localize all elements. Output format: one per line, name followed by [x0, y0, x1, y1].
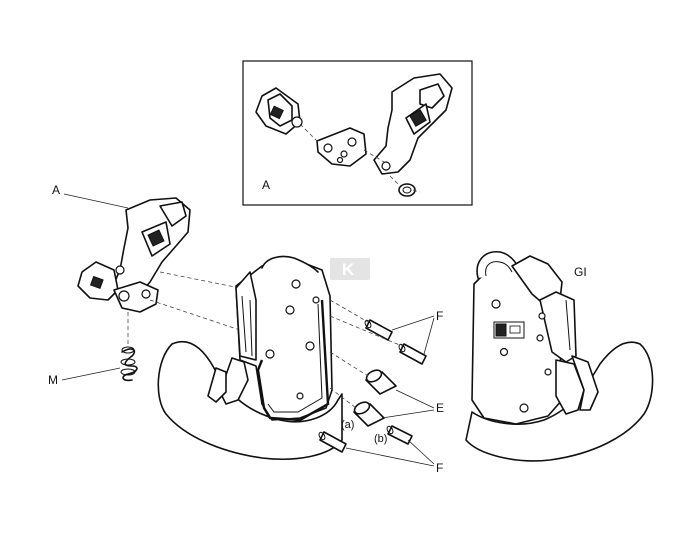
label-f-bottom: F: [436, 461, 443, 475]
pin-f-top-2: [398, 343, 427, 365]
pin-f-bottom-1: [318, 431, 347, 453]
watermark-logo-text: K: [342, 260, 355, 279]
bushing-e-1: [365, 369, 397, 395]
label-f-top: F: [436, 309, 443, 323]
hook-body-center: [157, 255, 343, 460]
hook-body-assembled: [465, 251, 654, 462]
leader-f-bottom-1: [345, 447, 435, 467]
pin-f-top-1: [364, 319, 393, 341]
label-m: M: [48, 373, 58, 387]
leader-e-2: [381, 409, 435, 419]
inset-assembly-line-3: [389, 175, 401, 187]
leader-m: [61, 367, 121, 381]
inset-label-a: A: [262, 178, 270, 192]
inset-latch-block: [255, 87, 303, 135]
inset-bushing: [398, 183, 416, 197]
watermark-logo: K: [330, 258, 370, 280]
assembly-line-pin-2: [329, 315, 403, 347]
assembly-line-bushing-1: [329, 351, 369, 377]
inset-assembly-line-4: [412, 189, 421, 193]
bushing-e-2: [353, 401, 385, 427]
inset-hook-lever: [373, 73, 453, 175]
label-e: E: [436, 401, 444, 415]
leader-f-bottom-2: [407, 439, 435, 465]
latch-assembly-a: [77, 197, 191, 313]
inset-assembly-line-1: [299, 123, 319, 143]
label-sub-b: (b): [374, 433, 387, 445]
label-a: A: [52, 183, 60, 197]
assembly-line-bushing-2: [329, 387, 357, 409]
assembly-line-pin-1: [329, 299, 369, 323]
spring-m: [120, 346, 138, 382]
assembly-line-latch-1: [159, 271, 301, 301]
pin-f-bottom-2: [386, 425, 413, 445]
leader-f-top-1: [391, 315, 435, 331]
leader-a: [63, 193, 129, 209]
label-gi: GI: [574, 265, 587, 279]
inset-frame: [242, 60, 473, 206]
inset-plate: [316, 127, 367, 167]
leader-e-1: [395, 389, 435, 409]
leader-f-top-2: [423, 317, 435, 355]
inset-assembly-line-2: [363, 149, 385, 163]
label-sub-a: (a): [341, 419, 354, 431]
